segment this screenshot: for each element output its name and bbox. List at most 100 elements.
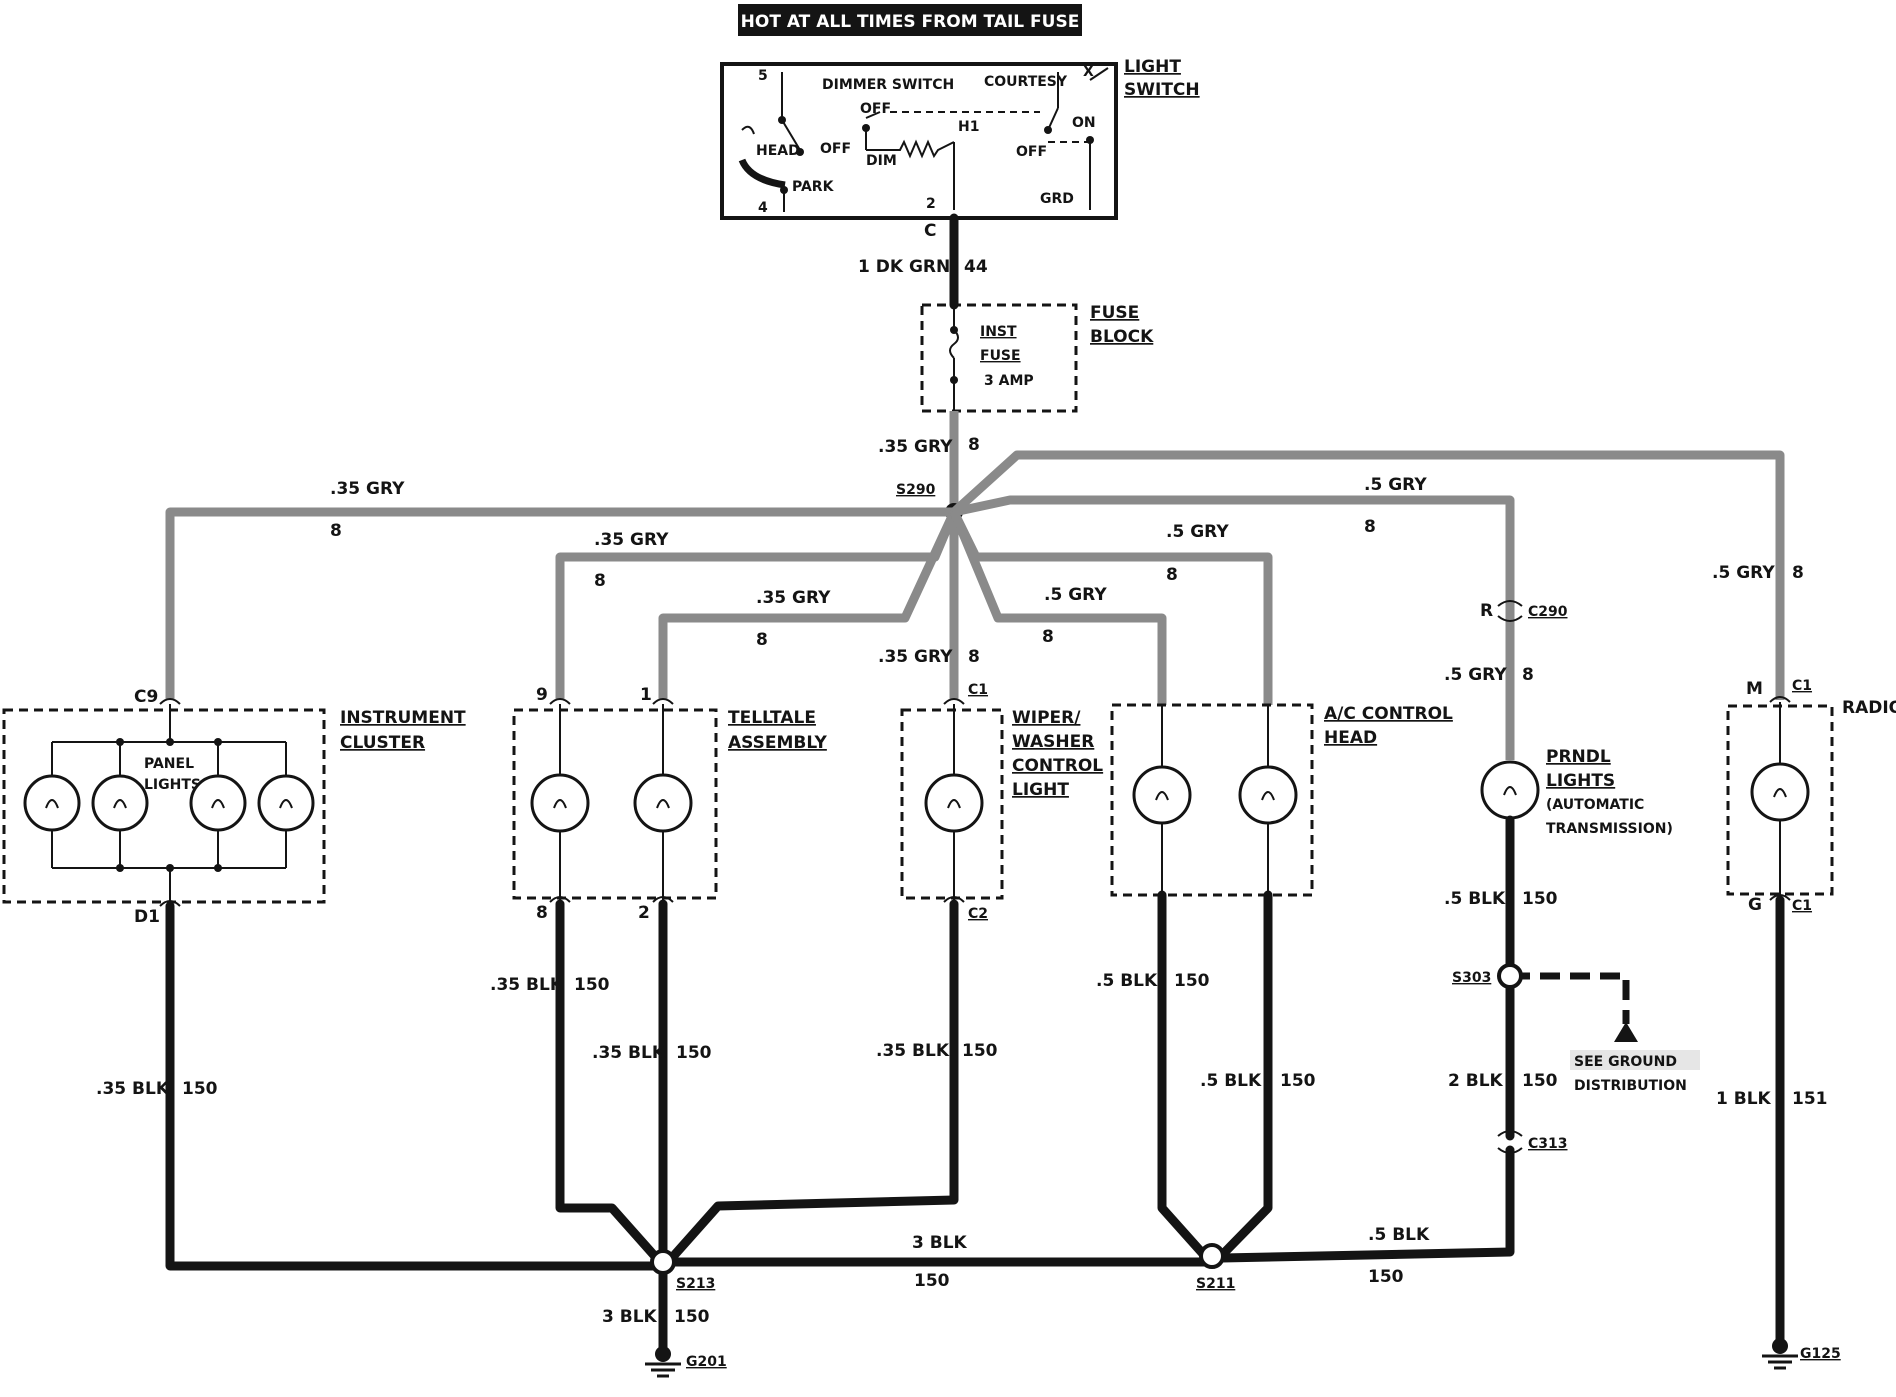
ground-g125-label: G125 xyxy=(1800,1346,1841,1362)
radio-connector-top: C1 xyxy=(1792,678,1812,694)
wire-blk-wiper xyxy=(665,899,959,1265)
connector-c290: C290 xyxy=(1528,604,1568,620)
pin-4: 4 xyxy=(758,200,768,216)
light-switch-title-2: SWITCH xyxy=(1124,80,1200,100)
dimmer-switch-label: DIMMER SWITCH xyxy=(822,77,954,93)
wire-blk-telltale-8 xyxy=(555,899,665,1267)
gnd-radio-circuit: 151 xyxy=(1792,1089,1828,1109)
gnd-ac1-circuit: 150 xyxy=(1174,971,1210,991)
gnd-s303-circuit: 150 xyxy=(1522,1071,1558,1091)
branch-telltale9-gauge: .35 GRY xyxy=(594,530,669,550)
gnd-bus-gauge: 3 BLK xyxy=(912,1233,968,1253)
branch-prndl-lower-gauge: .5 GRY xyxy=(1444,665,1507,685)
wiper-title-1: WIPER/ xyxy=(1012,708,1081,728)
wire-blk-cluster xyxy=(165,901,665,1271)
branch-ac1-gauge: .5 GRY xyxy=(1044,585,1107,605)
connector-c313-symbol xyxy=(1497,1130,1523,1154)
grd-label: GRD xyxy=(1040,191,1074,207)
gnd-bus-circuit: 150 xyxy=(914,1271,950,1291)
gnd-t8-gauge: .35 BLK xyxy=(490,975,564,995)
fuse-out-circuit: 8 xyxy=(968,435,980,455)
telltale-title-2: ASSEMBLY xyxy=(728,733,828,753)
connector-c9: C9 xyxy=(134,687,158,707)
banner-bg xyxy=(738,4,1082,36)
prndl-bulb xyxy=(1480,760,1540,820)
fuse-rating: 3 AMP xyxy=(984,373,1034,389)
wire-gry-cluster xyxy=(165,507,954,700)
gnd-cluster-gauge: .35 BLK xyxy=(96,1079,170,1099)
panel-lights-label-1: PANEL xyxy=(144,756,194,772)
wire-gry-prndl xyxy=(953,495,1515,760)
banner-text: HOT AT ALL TIMES FROM TAIL FUSE xyxy=(741,12,1080,32)
main-feed-gauge: 1 DK GRN xyxy=(858,257,950,277)
branch-prndl-circuit: 8 xyxy=(1364,517,1376,537)
see-ground-arrow-icon xyxy=(1614,1022,1638,1042)
telltale-pin-8: 8 xyxy=(536,903,548,923)
wiper-connector-c2: C2 xyxy=(968,906,988,922)
wire-gry-radio xyxy=(950,450,1785,700)
gnd-ac2-circuit: 150 xyxy=(1280,1071,1316,1091)
gnd-ac2-gauge: .5 BLK xyxy=(1200,1071,1262,1091)
gnd-s211-circuit: 150 xyxy=(1368,1267,1404,1287)
splice-s213-label: S213 xyxy=(676,1276,715,1292)
on-label: ON xyxy=(1072,115,1096,131)
gnd-wiper-circuit: 150 xyxy=(962,1041,998,1061)
branch-wiper-gauge: .35 GRY xyxy=(878,647,953,667)
connector-c313: C313 xyxy=(1528,1136,1568,1152)
branch-cluster-gauge: .35 GRY xyxy=(330,479,405,499)
ac-control-title-1: A/C CONTROL xyxy=(1324,704,1453,724)
courtesy-off-label: OFF xyxy=(1016,144,1047,160)
gnd-s211-gauge: .5 BLK xyxy=(1368,1225,1430,1245)
radio-title: RADIO xyxy=(1842,698,1896,718)
wiper-title-2: WASHER xyxy=(1012,732,1094,752)
branch-ac2-gauge: .5 GRY xyxy=(1166,522,1229,542)
telltale-pin-9: 9 xyxy=(536,685,548,705)
see-ground-label-1: SEE GROUND xyxy=(1574,1054,1677,1070)
wiper-title-4: LIGHT xyxy=(1012,780,1069,800)
fuse-block-title-2: BLOCK xyxy=(1090,327,1154,347)
radio-connector-bottom-pin: G xyxy=(1748,895,1762,915)
light-switch-box xyxy=(720,62,1118,220)
panel-lights-label-2: LIGHTS xyxy=(144,777,201,793)
ground-g201-icon xyxy=(645,1346,681,1378)
telltale-title-1: TELLTALE xyxy=(728,708,816,728)
branch-ac2-circuit: 8 xyxy=(1166,565,1178,585)
prndl-title-2: LIGHTS xyxy=(1546,771,1615,791)
off-left-label: OFF xyxy=(820,141,851,157)
splice-s211-label: S211 xyxy=(1196,1276,1235,1292)
connector-d1: D1 xyxy=(134,907,160,927)
branch-cluster-circuit: 8 xyxy=(330,521,342,541)
fuse-out-gauge: .35 GRY xyxy=(878,437,953,457)
instrument-cluster-title-1: INSTRUMENT xyxy=(340,708,466,728)
gnd-t2-circuit: 150 xyxy=(676,1043,712,1063)
dim-off-label: OFF xyxy=(860,101,891,117)
gnd-wiper-gauge: .35 BLK xyxy=(876,1041,950,1061)
branch-prndl-lower-circuit: 8 xyxy=(1522,665,1534,685)
gnd-g201-gauge: 3 BLK xyxy=(602,1307,658,1327)
wire-s303-branch xyxy=(1510,972,1630,1024)
ac-control-title-2: HEAD xyxy=(1324,728,1377,748)
radio-connector-top-pin: M xyxy=(1746,679,1763,699)
gnd-prndl-gauge: .5 BLK xyxy=(1444,889,1506,909)
telltale-bulbs xyxy=(530,698,693,903)
wiper-bulb xyxy=(924,698,984,903)
ground-g125-icon xyxy=(1762,1338,1798,1370)
inst-fuse-label-2: FUSE xyxy=(980,348,1021,364)
gnd-radio-gauge: 1 BLK xyxy=(1716,1089,1772,1109)
wire-gry-ac-1 xyxy=(949,510,1167,705)
splice-s290-label: S290 xyxy=(896,482,936,498)
gnd-ac1-gauge: .5 BLK xyxy=(1096,971,1158,991)
prndl-title-1: PRNDL xyxy=(1546,747,1611,767)
branch-telltale9-circuit: 8 xyxy=(594,571,606,591)
wiper-title-3: CONTROL xyxy=(1012,756,1103,776)
radio-bulb xyxy=(1750,696,1810,901)
splice-s211 xyxy=(1199,1243,1225,1269)
fuse-symbol xyxy=(949,305,959,411)
branch-radio-gauge: .5 GRY xyxy=(1712,563,1775,583)
connector-c: C xyxy=(924,221,936,241)
splice-s303-label: S303 xyxy=(1452,970,1491,986)
telltale-pin-2: 2 xyxy=(638,903,650,923)
park-label: PARK xyxy=(792,179,835,195)
gnd-g201-circuit: 150 xyxy=(674,1307,710,1327)
